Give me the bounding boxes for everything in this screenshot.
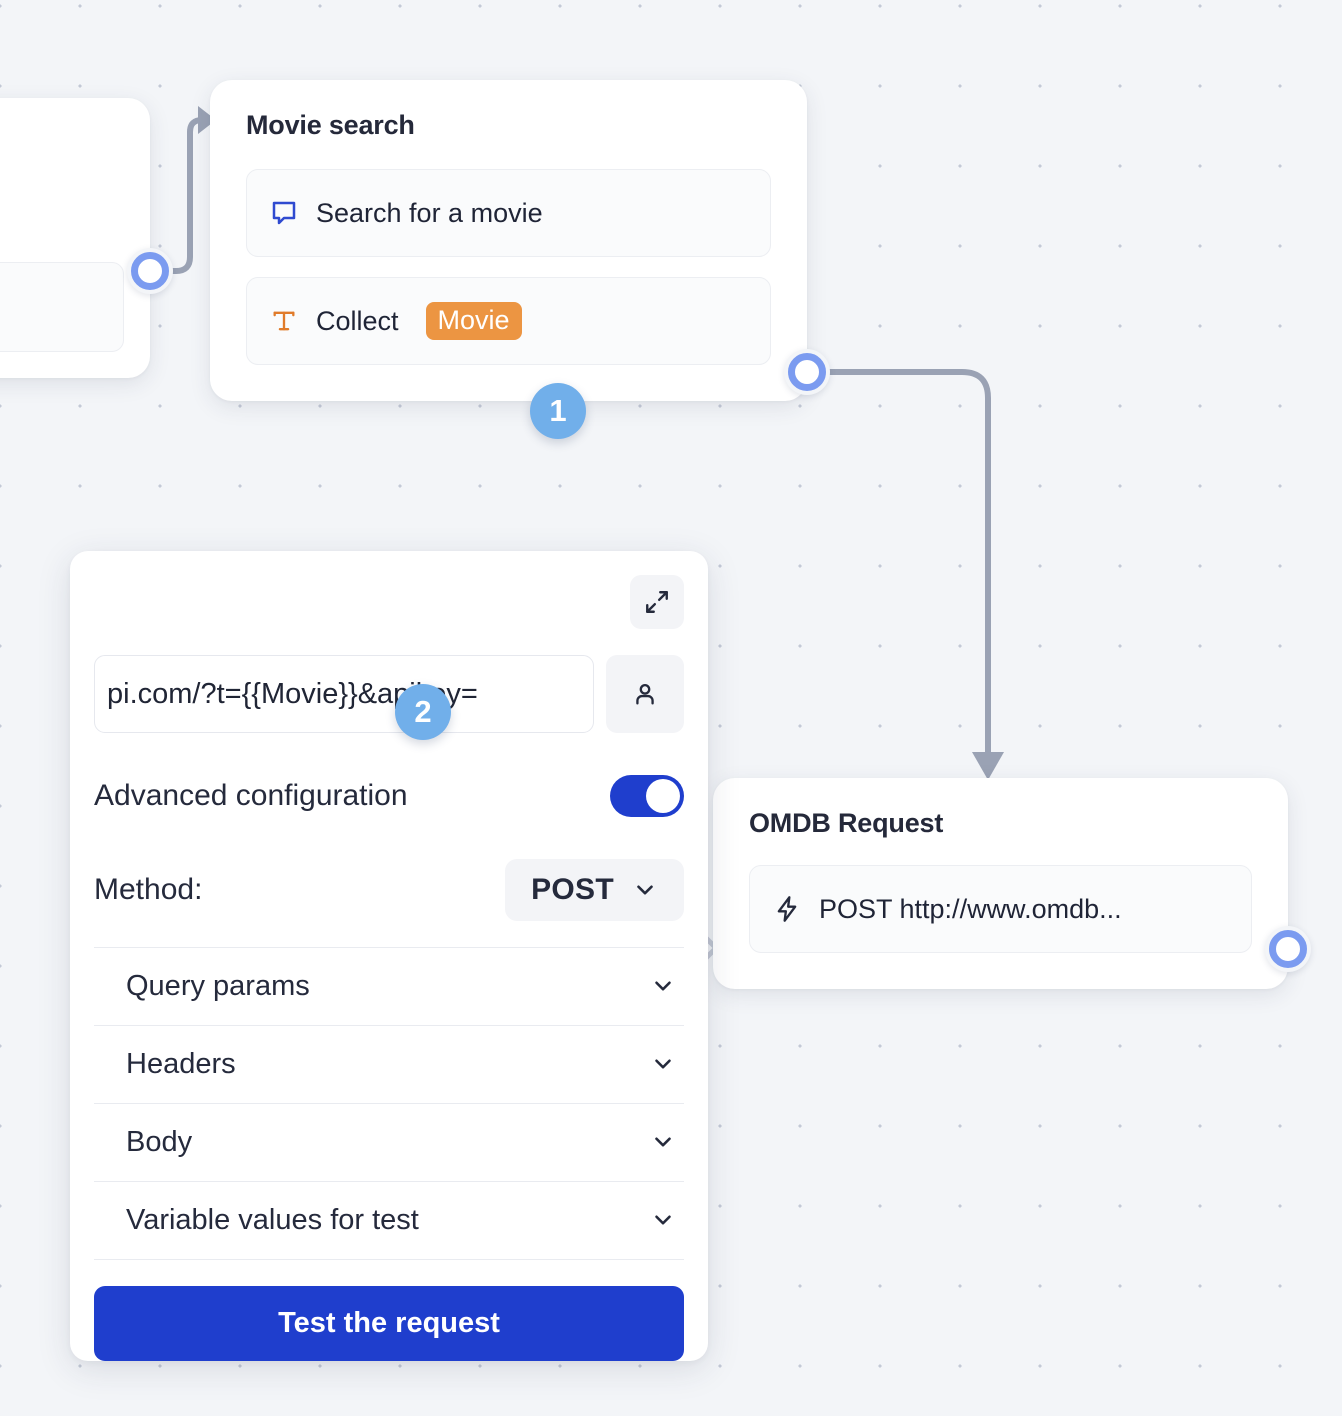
omdb-output-port[interactable] xyxy=(1265,926,1311,972)
advanced-configuration-toggle[interactable] xyxy=(610,775,684,817)
accordion-headers[interactable]: Headers xyxy=(94,1026,684,1104)
movie-search-row-search[interactable]: Search for a movie xyxy=(246,169,771,257)
accordion-query-params[interactable]: Query params xyxy=(94,948,684,1026)
accordion-query-params-label: Query params xyxy=(126,969,310,1002)
panel-topbar xyxy=(94,575,684,629)
text-t-icon xyxy=(269,307,299,335)
accordion-body[interactable]: Body xyxy=(94,1104,684,1182)
accordion-headers-label: Headers xyxy=(126,1047,236,1080)
accordion-variable-values-label: Variable values for test xyxy=(126,1203,419,1236)
variable-chip-movie[interactable]: Movie xyxy=(425,301,522,341)
method-row: Method: POST xyxy=(94,859,684,948)
step-badge-1: 1 xyxy=(530,383,586,439)
movie-search-node[interactable]: Movie search Search for a movie Collect … xyxy=(210,80,807,401)
accordion-variable-values[interactable]: Variable values for test xyxy=(94,1182,684,1260)
movie-search-row-collect[interactable]: Collect Movie xyxy=(246,277,771,365)
person-icon[interactable] xyxy=(606,655,684,733)
method-value: POST xyxy=(531,873,614,906)
test-the-request-button[interactable]: Test the request xyxy=(94,1285,684,1361)
method-select[interactable]: POST xyxy=(505,859,684,921)
trigger-node[interactable] xyxy=(0,98,150,378)
movie-search-row-search-label: Search for a movie xyxy=(316,197,543,228)
omdb-request-row-label: POST http://www.omdb... xyxy=(819,893,1122,924)
omdb-request-title: OMDB Request xyxy=(749,808,944,838)
chevron-down-icon xyxy=(632,877,658,903)
url-row: pi.com/?t={{Movie}}&apikey= xyxy=(94,655,684,733)
expand-diagonal-icon[interactable] xyxy=(630,575,684,629)
chevron-down-icon xyxy=(650,1129,676,1155)
advanced-configuration-label: Advanced configuration xyxy=(94,779,408,812)
request-url-input[interactable]: pi.com/?t={{Movie}}&apikey= xyxy=(94,655,594,733)
movie-search-output-port[interactable] xyxy=(784,349,830,395)
trigger-output-port[interactable] xyxy=(127,248,173,294)
movie-search-title: Movie search xyxy=(246,110,415,140)
chevron-down-icon xyxy=(650,973,676,999)
lightning-bolt-icon xyxy=(772,895,802,923)
step-badge-2: 2 xyxy=(395,684,451,740)
omdb-request-row[interactable]: POST http://www.omdb... xyxy=(749,865,1252,953)
speech-bubble-icon xyxy=(269,198,299,228)
omdb-request-node[interactable]: OMDB Request POST http://www.omdb... xyxy=(713,778,1288,989)
movie-search-row-collect-label: Collect xyxy=(316,305,399,336)
accordion-body-label: Body xyxy=(126,1125,193,1158)
advanced-configuration-row: Advanced configuration xyxy=(94,775,684,817)
chevron-down-icon xyxy=(650,1207,676,1233)
request-config-panel[interactable]: pi.com/?t={{Movie}}&apikey= Advanced con… xyxy=(70,551,708,1361)
trigger-node-row[interactable] xyxy=(0,262,124,352)
chevron-down-icon xyxy=(650,1051,676,1077)
method-label: Method: xyxy=(94,873,203,906)
